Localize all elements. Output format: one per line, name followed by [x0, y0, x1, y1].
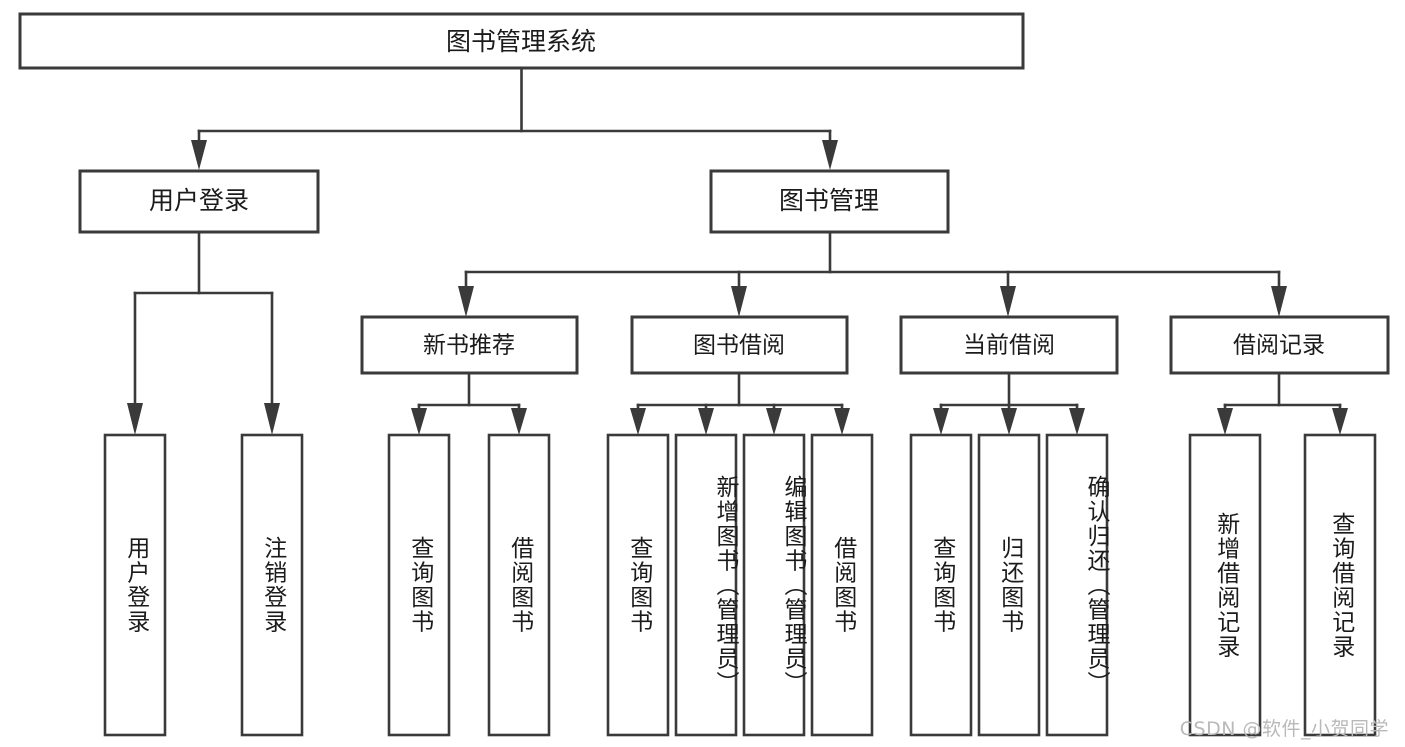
leaf-book-borrow-3-rect[interactable] [810, 433, 874, 737]
node-book-borrow-rect[interactable] [630, 315, 849, 375]
node-book-manage-label: 图书管理 [779, 186, 879, 215]
leaf-user-login-1-rect[interactable] [240, 433, 304, 737]
arrow-head-currentborrow-3 [1069, 408, 1085, 435]
node-book-borrow[interactable]: 图书借阅 [630, 315, 849, 375]
leaf-current-borrow-2-rect[interactable] [1045, 433, 1109, 737]
arrow-head-bookmanage-4 [1271, 286, 1287, 317]
arrow-head-userlogin-1 [127, 403, 143, 435]
node-book-manage[interactable]: 图书管理 [709, 169, 950, 234]
arrow-head-bookborrow-2 [698, 408, 714, 435]
arrow-head-root-1 [191, 140, 207, 170]
arrow-head-borrowrecord-2 [1332, 408, 1348, 435]
arrow-head-newbook-1 [411, 408, 427, 435]
node-borrow-record-rect[interactable] [1169, 315, 1390, 375]
node-book-borrow-label: 图书借阅 [693, 333, 785, 359]
node-user-login-label: 用户登录 [149, 186, 249, 215]
leaf-new-book-0-rect[interactable] [387, 433, 451, 737]
arrow-head-bookmanage-1 [458, 286, 474, 317]
leaf-borrow-record-1-rect[interactable] [1303, 433, 1377, 737]
node-new-book-recommend-label: 新书推荐 [423, 333, 515, 359]
arrow-head-newbook-2 [511, 408, 527, 435]
arrow-head-root-2 [822, 140, 838, 170]
node-current-borrow[interactable]: 当前借阅 [899, 315, 1119, 375]
arrow-head-currentborrow-2 [1001, 408, 1017, 435]
leaf-book-borrow-2-rect[interactable] [742, 433, 806, 737]
node-user-login[interactable]: 用户登录 [78, 169, 320, 234]
connector-group-new-book [411, 371, 527, 435]
leaf-book-borrow-1-rect[interactable] [674, 433, 738, 737]
arrow-head-currentborrow-1 [933, 408, 949, 435]
node-book-manage-rect[interactable] [709, 169, 950, 234]
leaf-current-borrow-1-rect[interactable] [977, 433, 1041, 737]
connector-group-borrow-record [1217, 371, 1348, 435]
leaf-user-login-0-rect[interactable] [103, 433, 167, 737]
connector-group-book-borrow [630, 371, 850, 435]
node-root-rect[interactable] [18, 12, 1025, 70]
node-current-borrow-rect[interactable] [899, 315, 1119, 375]
arrow-head-bookborrow-3 [766, 408, 782, 435]
leaf-borrow-record-0-rect[interactable] [1188, 433, 1262, 737]
node-root-label: 图书管理系统 [446, 27, 596, 56]
node-root[interactable]: 图书管理系统 [18, 12, 1025, 70]
connector-group-book-manage [458, 230, 1287, 317]
leaf-book-borrow-0-rect[interactable] [606, 433, 670, 737]
node-current-borrow-label: 当前借阅 [963, 333, 1055, 359]
arrow-head-bookmanage-3 [1000, 286, 1016, 317]
arrow-head-userlogin-2 [264, 403, 280, 435]
node-new-book-recommend[interactable]: 新书推荐 [360, 315, 579, 375]
arrow-head-bookborrow-1 [630, 408, 646, 435]
watermark-text: CSDN @软件_小贺同学 [1179, 718, 1389, 740]
node-borrow-record-label: 借阅记录 [1233, 333, 1325, 359]
arrow-head-borrowrecord-1 [1217, 408, 1233, 435]
arrow-head-bookborrow-4 [834, 408, 850, 435]
node-user-login-rect[interactable] [78, 169, 320, 234]
connector-group-current-borrow [933, 371, 1085, 435]
leaf-current-borrow-0-rect[interactable] [909, 433, 973, 737]
node-new-book-recommend-rect[interactable] [360, 315, 579, 375]
connector-group-user-login [127, 230, 280, 435]
node-borrow-record[interactable]: 借阅记录 [1169, 315, 1390, 375]
arrow-head-bookmanage-2 [731, 286, 747, 317]
connector-group-root [191, 66, 838, 170]
leaf-new-book-1-rect[interactable] [487, 433, 551, 737]
